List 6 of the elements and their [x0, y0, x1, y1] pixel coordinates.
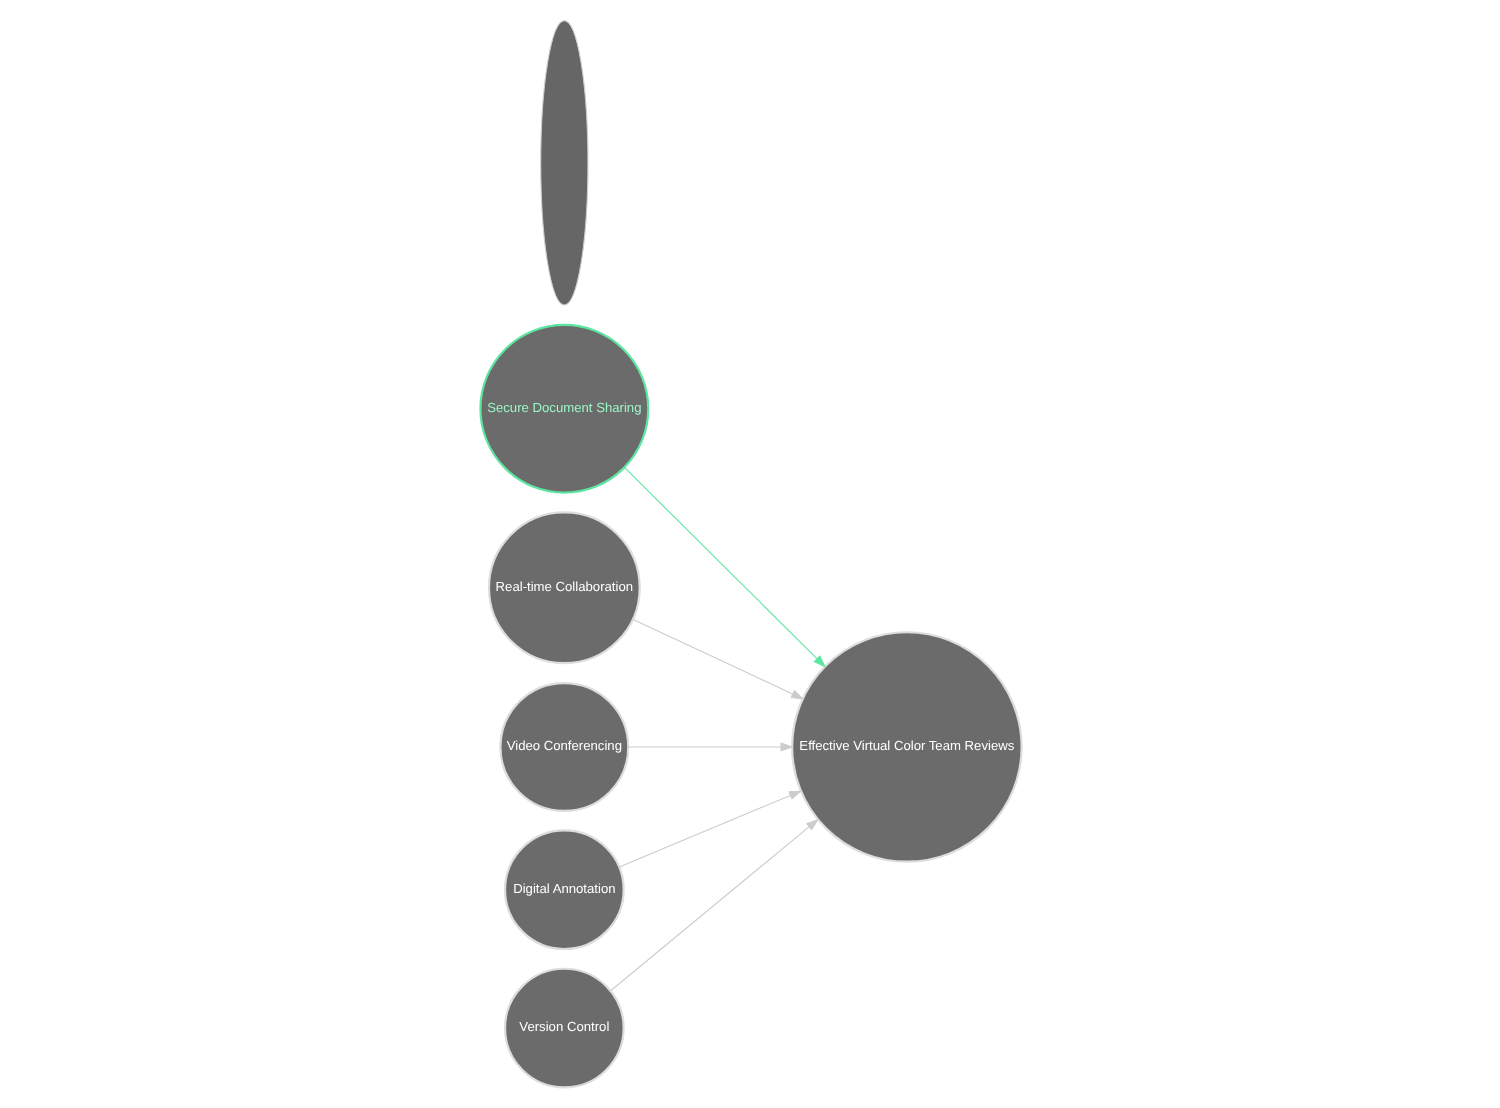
arrow [626, 742, 793, 752]
node-lens [539, 20, 588, 306]
arrow [623, 467, 826, 668]
arrow [631, 618, 804, 700]
arrow [609, 818, 818, 992]
arrow [617, 790, 802, 868]
